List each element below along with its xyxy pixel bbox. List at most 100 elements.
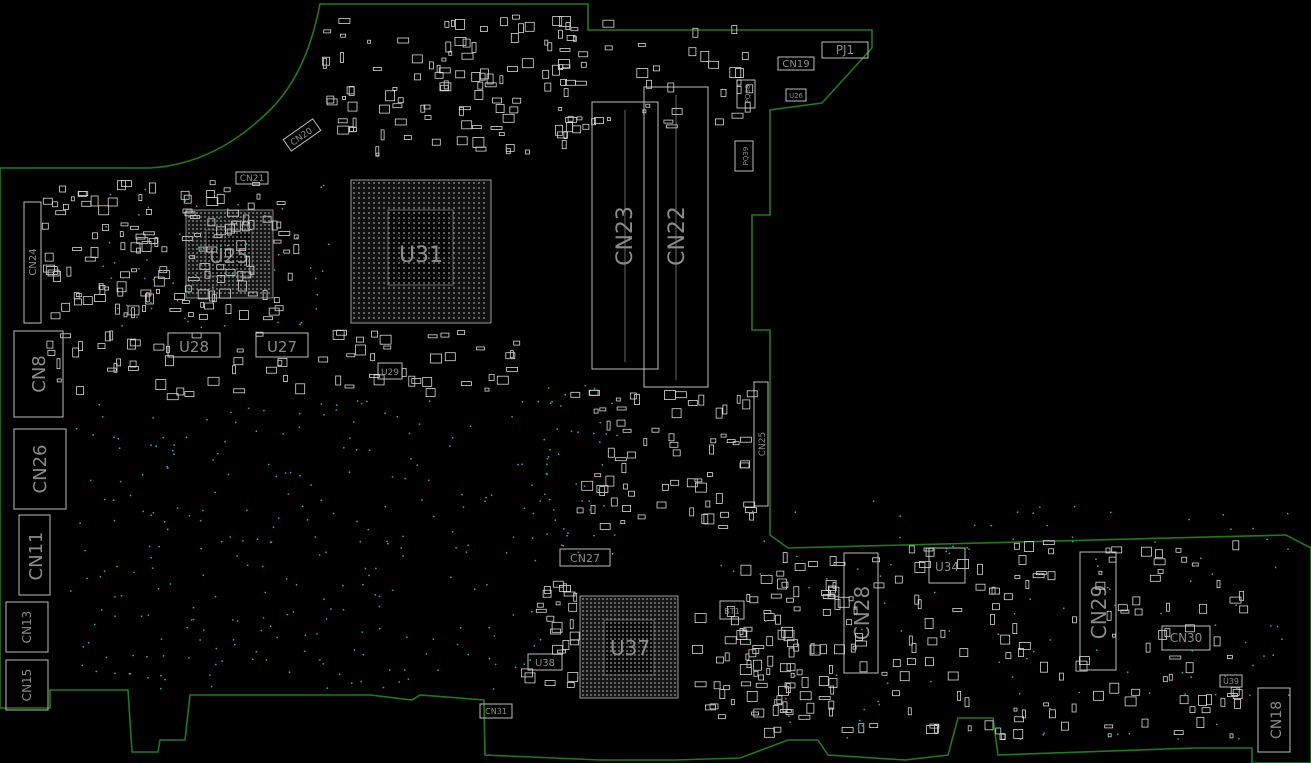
via [593, 534, 595, 537]
smd-component [191, 332, 202, 339]
smd-component [628, 490, 635, 497]
smd-component [216, 274, 225, 283]
smd-component [337, 125, 350, 135]
via [87, 641, 90, 644]
smd-component [716, 656, 724, 664]
via [1215, 723, 1218, 726]
smd-component [763, 613, 775, 621]
smd-component [459, 106, 464, 116]
smd-component [462, 38, 471, 48]
smd-component [238, 280, 247, 292]
via [266, 260, 269, 263]
via [103, 570, 106, 572]
via [534, 559, 537, 562]
smd-component [76, 293, 82, 298]
smd-component [829, 556, 837, 566]
smd-component [1105, 547, 1111, 554]
via [1011, 676, 1014, 678]
via [116, 565, 118, 568]
smd-component [166, 345, 170, 353]
via [1038, 506, 1041, 508]
via [126, 304, 128, 307]
smd-component [283, 375, 288, 382]
smd-component [959, 648, 969, 657]
smd-component [1025, 580, 1030, 589]
via [138, 214, 140, 216]
via [260, 629, 263, 632]
smd-component [46, 340, 54, 349]
via [299, 323, 301, 326]
smd-component [788, 647, 795, 658]
smd-component [744, 101, 751, 113]
smd-component [521, 58, 534, 69]
smd-component [1117, 604, 1128, 612]
via [112, 499, 115, 502]
via [1026, 657, 1028, 660]
smd-component [743, 626, 753, 632]
smd-component [859, 661, 868, 673]
u38-label: U38 [535, 658, 555, 669]
smd-component [663, 119, 674, 124]
smd-component [424, 115, 432, 120]
smd-component [268, 307, 280, 316]
via [99, 576, 102, 578]
smd-component [198, 246, 208, 252]
smd-component [176, 387, 185, 396]
smd-component [1018, 642, 1031, 650]
via [320, 499, 323, 502]
via [531, 537, 534, 540]
smd-component [1071, 703, 1077, 713]
via [81, 664, 84, 667]
smd-component [726, 439, 736, 444]
smd-component [102, 223, 109, 231]
via [141, 473, 144, 476]
u37-chip: U37 [579, 595, 679, 699]
smd-component [223, 187, 231, 193]
smd-component [241, 221, 250, 232]
smd-component [892, 659, 901, 667]
smd-component [486, 73, 494, 85]
smd-component [457, 330, 465, 335]
smd-component [113, 362, 118, 373]
smd-component [563, 591, 576, 597]
smd-component [602, 19, 615, 28]
smd-component [746, 84, 754, 94]
smd-component [215, 226, 226, 236]
via [236, 620, 239, 622]
via [467, 653, 470, 656]
smd-component [1043, 702, 1049, 707]
smd-component [740, 638, 751, 645]
smd-component [474, 90, 484, 100]
via [301, 505, 304, 508]
smd-component [569, 619, 574, 630]
via [188, 514, 191, 517]
smd-component [722, 404, 728, 415]
smd-component [544, 82, 552, 92]
smd-component [1108, 556, 1117, 563]
via [220, 540, 223, 543]
smd-component [322, 57, 327, 69]
smd-component [809, 644, 821, 656]
smd-component [356, 336, 364, 343]
via [418, 423, 421, 425]
via [1050, 540, 1053, 543]
smd-component [957, 559, 969, 569]
via [545, 472, 548, 475]
via [277, 517, 280, 520]
smd-component [753, 708, 765, 718]
via [138, 267, 140, 270]
via [467, 544, 470, 547]
via [84, 549, 86, 552]
smd-component [401, 368, 407, 377]
smd-component [559, 48, 571, 52]
bt1-battery: BT1 [719, 600, 745, 620]
smd-component [645, 103, 651, 108]
via [544, 493, 546, 496]
smd-component [542, 589, 552, 598]
via [326, 687, 329, 689]
smd-component [443, 80, 449, 90]
smd-component [566, 682, 575, 688]
via [382, 686, 385, 689]
smd-component [667, 82, 675, 93]
via [577, 551, 580, 554]
